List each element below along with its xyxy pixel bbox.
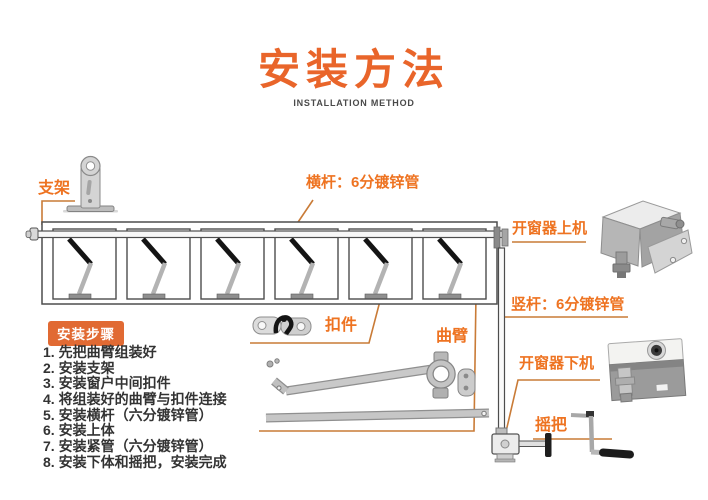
horizontal-rod-label: 横杆：6分镀锌管 <box>306 174 420 191</box>
crank-handle-icon <box>570 411 634 459</box>
steps-list: 1. 先把曲臂组装好 2. 安装支架 3. 安装窗户中间扣件 4. 将组装好的曲… <box>43 344 253 471</box>
step-item-2: 2. 安装支架 <box>43 359 115 376</box>
pane-arms <box>67 237 464 299</box>
step-item-1: 1. 先把曲臂组装好 <box>43 344 157 360</box>
steps-header-badge: 安装步骤 <box>48 321 124 346</box>
vertical-rod-illustration <box>491 247 552 463</box>
bracket-leader-line <box>41 200 75 225</box>
vertical-rod-label: 竖杆：6分镀锌管 <box>511 296 625 313</box>
step-item-5: 5. 安装横杆（六分镀锌管） <box>43 406 213 423</box>
bracket-label: 支架 <box>38 180 71 197</box>
step-item-8: 8. 安装下体和摇把，安装完成 <box>43 453 227 470</box>
page-subtitle: INSTALLATION METHOD <box>293 98 415 108</box>
horizontal-rod-illustration <box>25 226 509 249</box>
opener-upper-label: 开窗器上机 <box>512 220 588 237</box>
opener-lower-leader-line <box>504 379 600 437</box>
opener-upper-unit-icon <box>600 200 693 278</box>
fastener-clip-icon <box>252 315 312 336</box>
curved-arm-label: 曲臂 <box>436 328 469 345</box>
page-title: 安装方法 <box>257 46 450 93</box>
fastener-leader-line <box>250 300 381 344</box>
step-item-4: 4. 将组装好的曲臂与扣件连接 <box>43 391 227 408</box>
crank-handle-label: 摇把 <box>535 417 568 434</box>
curved-arm-parts-icon <box>265 351 490 423</box>
bracket-icon <box>63 155 118 213</box>
window-panes <box>52 228 487 300</box>
opener-lower-unit-icon <box>607 338 687 403</box>
opener-lower-label: 开窗器下机 <box>519 355 595 372</box>
curved-arm-leader-line <box>259 293 477 432</box>
fastener-label: 扣件 <box>325 317 358 334</box>
step-item-7: 7. 安装紧管（六分镀锌管） <box>43 438 213 455</box>
step-item-3: 3. 安装窗户中间扣件 <box>43 375 171 392</box>
step-item-6: 6. 安装上体 <box>43 422 115 439</box>
